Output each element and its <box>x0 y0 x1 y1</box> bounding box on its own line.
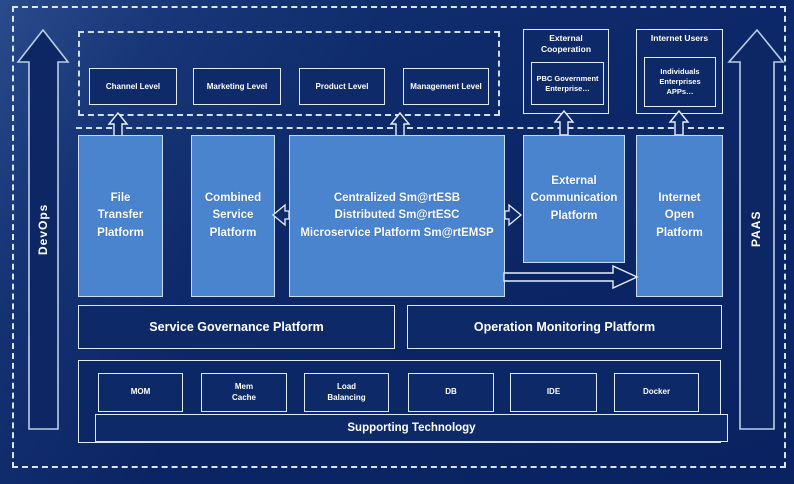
combined-service-platform-box: Combined Service Platform <box>191 135 275 297</box>
tech-box-load-balancing: Load Balancing <box>304 373 389 412</box>
right-arrow-icon <box>504 203 522 227</box>
operation-monitoring-platform-box: Operation Monitoring Platform <box>407 305 722 349</box>
paas-rail-label: PAAS <box>749 210 763 248</box>
level-box-channel: Channel Level <box>89 68 177 105</box>
level-label: Management Level <box>410 82 482 91</box>
level-label: Marketing Level <box>206 82 268 91</box>
internet-open-platform-box: Internet Open Platform <box>636 135 723 297</box>
up-arrow-icon <box>553 110 575 136</box>
devops-rail-label: DevOps <box>36 203 50 255</box>
file-transfer-platform-box: File Transfer Platform <box>78 135 163 297</box>
tech-box-mom: MOM <box>98 373 183 412</box>
level-box-management: Management Level <box>403 68 489 105</box>
external-communication-platform-box: External Communication Platform <box>523 135 625 263</box>
up-arrow-icon <box>668 110 690 136</box>
service-governance-platform-box: Service Governance Platform <box>78 305 395 349</box>
business-levels-container <box>78 31 500 116</box>
paas-up-arrow-icon <box>727 29 785 430</box>
tech-box-mem-cache: Mem Cache <box>201 373 287 412</box>
level-label: Channel Level <box>105 82 161 91</box>
supporting-technology-bar: Supporting Technology <box>95 414 728 442</box>
devops-up-arrow-icon <box>16 29 70 430</box>
tech-box-docker: Docker <box>614 373 699 412</box>
long-right-arrow-icon <box>503 264 639 290</box>
tech-box-db: DB <box>408 373 494 412</box>
internet-users-title: Internet Users <box>650 33 709 43</box>
external-cooperation-title: External Cooperation <box>540 33 592 55</box>
tech-box-ide: IDE <box>510 373 597 412</box>
level-box-marketing: Marketing Level <box>193 68 281 105</box>
level-label: Product Level <box>315 82 369 91</box>
left-arrow-icon <box>272 203 290 227</box>
outer-dashed-border <box>12 6 786 468</box>
external-cooperation-members-box: PBC Government Enterprise… <box>531 62 604 105</box>
level-box-product: Product Level <box>299 68 385 105</box>
central-esb-platform-box: Centralized Sm@rtESB Distributed Sm@rtES… <box>289 135 505 297</box>
internet-users-members-box: Individuals Enterprises APPs… <box>644 57 716 107</box>
